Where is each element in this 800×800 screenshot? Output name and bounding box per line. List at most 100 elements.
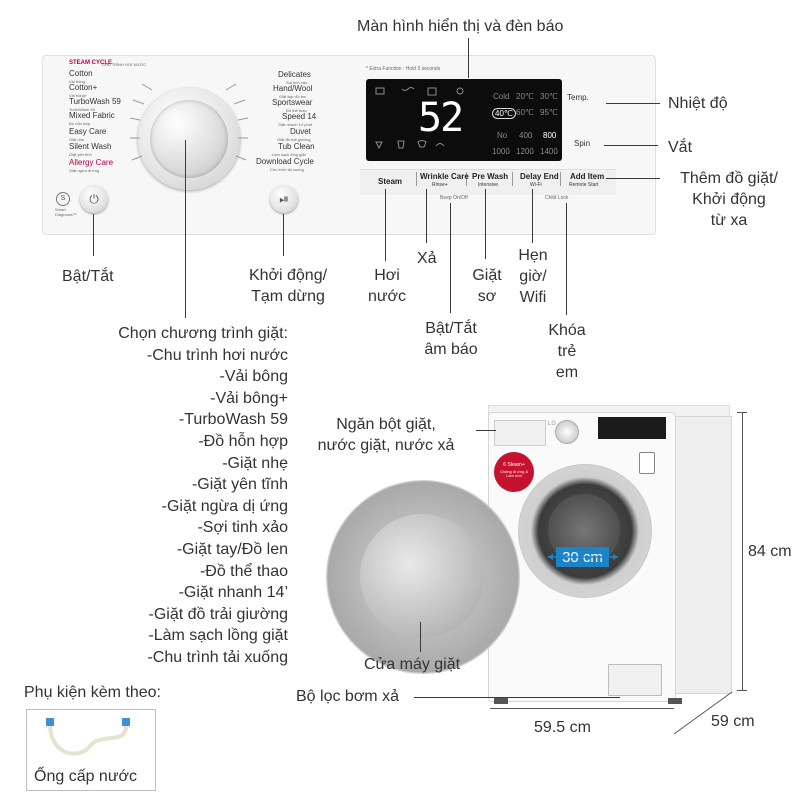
delay-end-button[interactable]: Delay End <box>520 172 559 181</box>
program-silent-wash[interactable]: Silent Wash <box>69 142 112 151</box>
leader-line-door <box>420 622 421 652</box>
spin-option-1400: 1400 <box>540 147 558 156</box>
washer-side <box>674 416 732 694</box>
program-list-item: -Đồ hỗn hợp <box>198 432 288 450</box>
detergent-drawer[interactable] <box>494 420 546 446</box>
leader-line-display <box>468 38 469 78</box>
callout-start-pause: Khởi động/ Tạm dừng <box>238 265 338 307</box>
program-list: Chọn chương trình giặt: -Chu trình hơi n… <box>104 323 288 669</box>
program-hand-wool[interactable]: Hand/Wool <box>273 84 313 93</box>
program-cotton[interactable]: Cotton <box>69 69 93 78</box>
program-list-item: -TurboWash 59 <box>178 411 288 429</box>
program-list-item: -Chu trình tải xuống <box>147 648 288 666</box>
child-lock-note: Child Lock <box>545 195 569 201</box>
power-icon: ⏻ <box>89 191 99 206</box>
program-dial-knob[interactable] <box>150 100 228 178</box>
smart-diagnosis-label: Smart Diagnosis™ <box>55 207 77 217</box>
remote-start-sub: Remote Start <box>569 182 599 188</box>
program-list-item: -Chu trình hơi nước <box>146 346 288 364</box>
steam-button[interactable]: Steam <box>378 177 403 186</box>
program-download-cycle[interactable]: Download Cycle <box>256 157 314 166</box>
callout-filter: Bộ lọc bơm xả <box>296 688 399 705</box>
callout-detergent: Ngăn bột giặt, nước giặt, nước xả <box>296 414 476 456</box>
program-list-item: -Vải bông <box>219 368 289 386</box>
leader-line-childlock <box>566 203 567 315</box>
program-mixed-fabric-sub: Đồ hỗn hợp <box>69 121 91 126</box>
callout-steam-line2: nước <box>367 288 407 306</box>
callout-delay-wifi: Hẹn giờ/ Wifi <box>510 245 556 308</box>
temp-option-20: 20℃ <box>516 92 534 101</box>
drain-pump-filter[interactable] <box>608 664 662 696</box>
callout-beep: Bật/Tắt âm báo <box>414 318 488 360</box>
steam-cycle-sub: CHU TRÌNH HƠI NƯỚC <box>102 62 147 67</box>
accessories-label: Phụ kiện kèm theo: <box>24 684 161 701</box>
washer-brand-logo: LG <box>548 421 557 427</box>
smart-diagnosis-icon: S <box>56 192 70 206</box>
program-cotton-sub: Vải bông <box>69 79 85 84</box>
program-sportswear[interactable]: Sportswear <box>272 98 313 107</box>
callout-prewash-line1: Giặt <box>472 267 502 284</box>
callout-power: Bật/Tắt <box>62 268 114 285</box>
callout-delay-line1: Hẹn <box>518 247 548 264</box>
display-status-icons <box>375 87 464 150</box>
leader-line-program-dial <box>185 140 186 318</box>
program-list-item: -Làm sạch lồng giặt <box>148 627 288 645</box>
callout-childlock-line3: em <box>555 364 579 382</box>
program-cotton-plus[interactable]: Cotton+ <box>69 83 98 92</box>
program-mixed-fabric[interactable]: Mixed Fabric <box>69 111 115 120</box>
program-turbowash[interactable]: TurboWash 59 <box>69 97 121 106</box>
leader-line-prewash <box>485 189 486 259</box>
callout-prewash: Giặt sơ <box>464 265 510 307</box>
temp-button[interactable]: Temp. <box>567 93 589 102</box>
steam-badge-sub: Chống dị ứng & Làm mới <box>499 469 529 479</box>
divider <box>466 172 467 186</box>
callout-temp: Nhiệt độ <box>668 95 728 112</box>
callout-steam-line1: Hơi <box>374 267 400 284</box>
program-allergy-care-sub: Giặt ngừa dị ứng <box>69 168 100 173</box>
steam-badge <box>494 452 534 492</box>
callout-start-line1: Khởi động/ <box>248 267 328 284</box>
leader-line-detergent <box>476 430 496 431</box>
height-dimension-line <box>742 412 743 690</box>
pre-wash-button[interactable]: Pre Wash <box>472 172 509 181</box>
intensive-sub: Intensive <box>478 182 499 188</box>
program-silent-wash-sub: Giặt yên tĩnh <box>69 152 92 157</box>
program-delicates-sub: Sợi tinh xảo <box>286 80 308 85</box>
width-dimension-line <box>490 708 674 709</box>
program-allergy-care[interactable]: Allergy Care <box>69 158 114 167</box>
function-button-bar <box>360 169 616 195</box>
water-hose-icon <box>46 718 130 756</box>
add-item-button[interactable]: Add Item <box>570 172 605 181</box>
wrinkle-care-button[interactable]: Wrinkle Care <box>420 172 469 181</box>
washer-dial[interactable] <box>555 420 579 444</box>
wifi-sub: Wi-Fi <box>530 182 542 188</box>
start-pause-button[interactable]: ⏯ <box>270 185 298 213</box>
program-delicates[interactable]: Delicates <box>278 70 311 79</box>
hose-label: Ống cấp nước <box>34 768 138 785</box>
program-tub-clean[interactable]: Tub Clean <box>278 142 315 151</box>
callout-steam: Hơi nước <box>364 265 410 307</box>
leader-line-beep <box>450 203 451 313</box>
program-easy-care[interactable]: Easy Care <box>69 127 107 136</box>
leader-line-start <box>283 214 284 256</box>
program-duvet[interactable]: Duvet <box>290 127 311 136</box>
callout-childlock-line1: Khóa <box>548 322 586 339</box>
program-speed-14[interactable]: Speed 14 <box>282 112 317 121</box>
temp-option-30: 30℃ <box>540 92 558 101</box>
width-dimension-label: 59.5 cm <box>534 719 591 736</box>
temp-option-60: 60℃ <box>516 108 534 117</box>
callout-childlock-line2: trẻ <box>557 343 577 361</box>
spin-option-800: 800 <box>543 131 557 140</box>
program-list-item: -Giặt nhanh 14’ <box>178 584 288 602</box>
washer-door-glass <box>360 514 484 638</box>
washer-foot-left <box>494 698 508 704</box>
leader-line-delay <box>532 189 533 243</box>
program-turbowash-sub: TurboWash 59 <box>69 107 95 112</box>
power-button[interactable]: ⏻ <box>80 185 108 213</box>
extra-function-note: * Extra Function : Hold 3 seconds <box>366 66 441 72</box>
spin-button[interactable]: Spin <box>574 139 591 148</box>
callout-delay-line2: giờ/ <box>519 268 547 286</box>
spin-option-1200: 1200 <box>516 147 534 156</box>
program-list-item: -Giặt yên tĩnh <box>191 476 288 494</box>
steam-badge-title: 6 Steam+ <box>503 462 525 468</box>
